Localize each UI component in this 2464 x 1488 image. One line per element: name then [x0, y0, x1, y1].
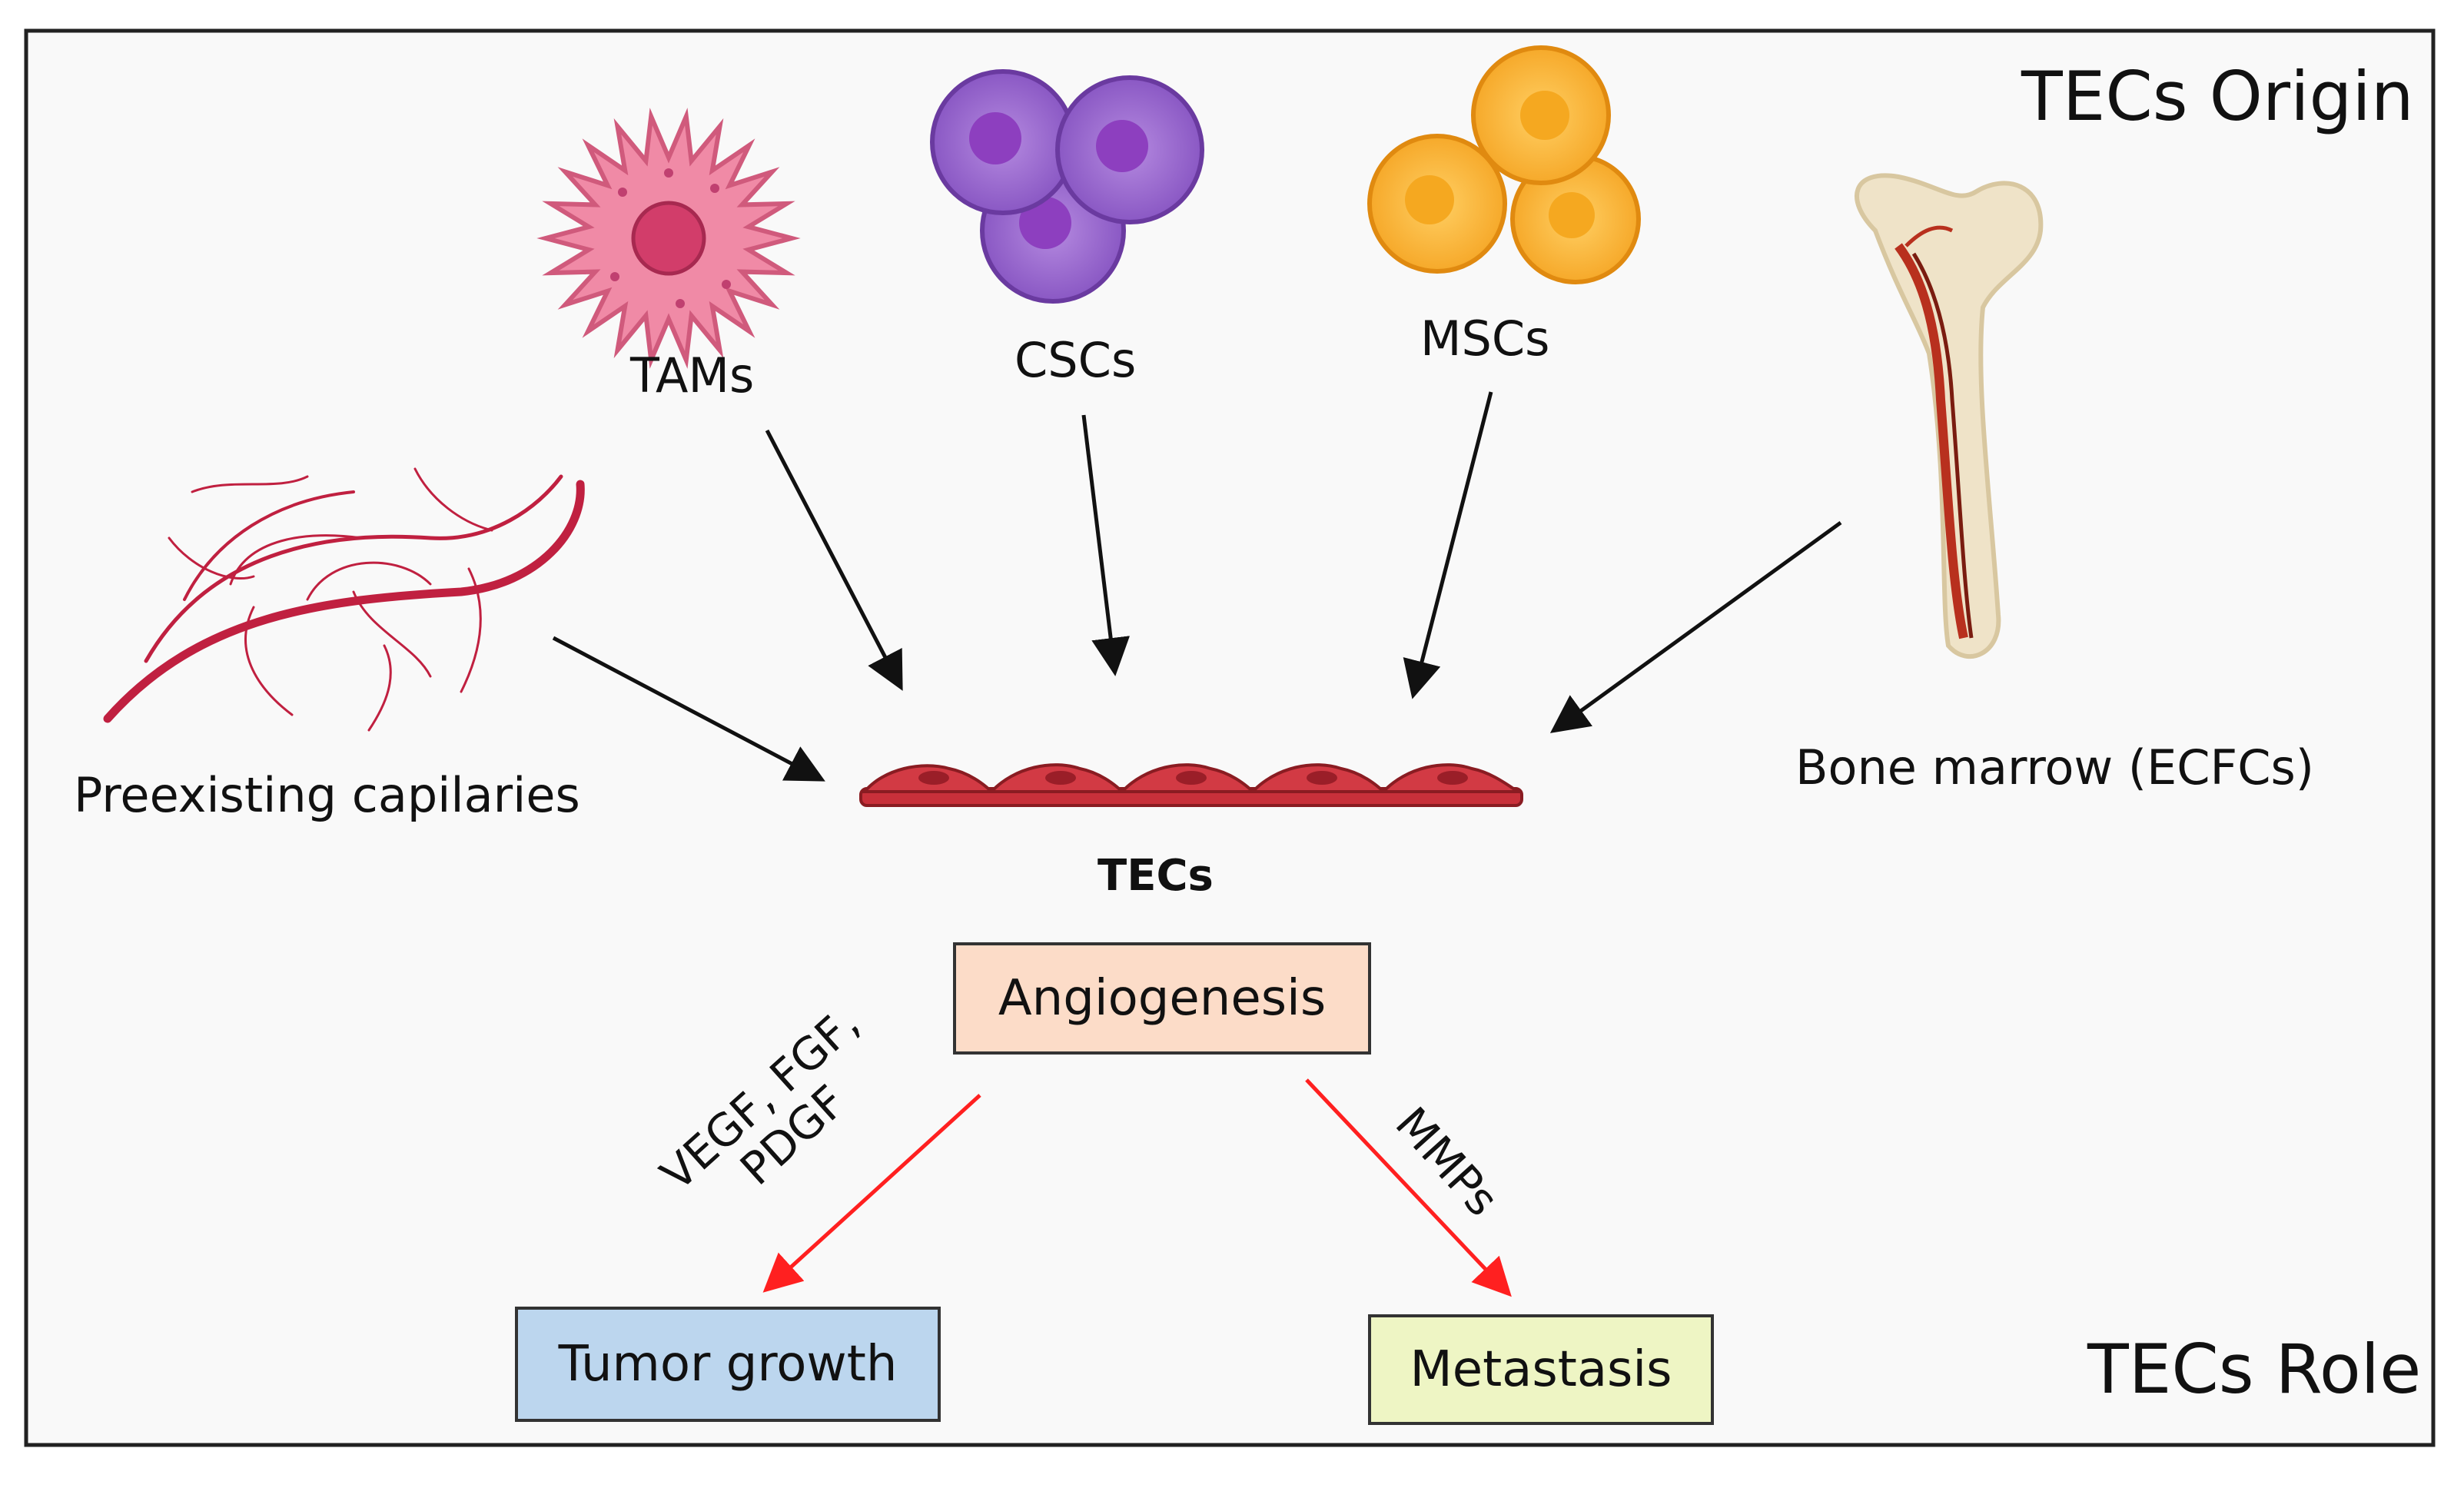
- capillaries-icon: [103, 467, 585, 732]
- arrow-to-metastasis: [1305, 1078, 1512, 1297]
- label-capillaries: Preexisting capilaries: [74, 767, 580, 823]
- tecs-role-title: TECs Role: [2087, 1330, 2422, 1409]
- tec-cells-icon: [859, 763, 1523, 807]
- arrow-capillaries-to-tecs: [552, 636, 825, 782]
- tam-cell-icon: [536, 108, 801, 369]
- label-mscs: MSCs: [1420, 311, 1550, 367]
- diagram-frame: [24, 28, 2436, 1447]
- arrow-to-tumor-growth: [762, 1094, 981, 1293]
- arrow-cscs-to-tecs: [1081, 414, 1131, 676]
- arrow-tams-to-tecs: [765, 429, 903, 691]
- metastasis-box: Metastasis: [1368, 1314, 1714, 1425]
- angiogenesis-box: Angiogenesis: [953, 942, 1371, 1055]
- label-tams: TAMs: [630, 347, 755, 404]
- arrow-bone-to-tecs: [1549, 520, 1842, 733]
- label-bone-marrow: Bone marrow (ECFCs): [1795, 739, 2314, 795]
- label-cscs: CSCs: [1014, 332, 1137, 388]
- tumor-growth-box: Tumor growth: [515, 1307, 941, 1422]
- label-tecs: TECs: [1098, 851, 1214, 901]
- bone-marrow-icon: [1855, 173, 2044, 659]
- arrow-mscs-to-tecs: [1403, 391, 1493, 699]
- tecs-origin-title: TECs Origin: [2021, 57, 2414, 136]
- csc-cells-icon: [930, 69, 1204, 304]
- msc-cells-icon: [1367, 45, 1641, 284]
